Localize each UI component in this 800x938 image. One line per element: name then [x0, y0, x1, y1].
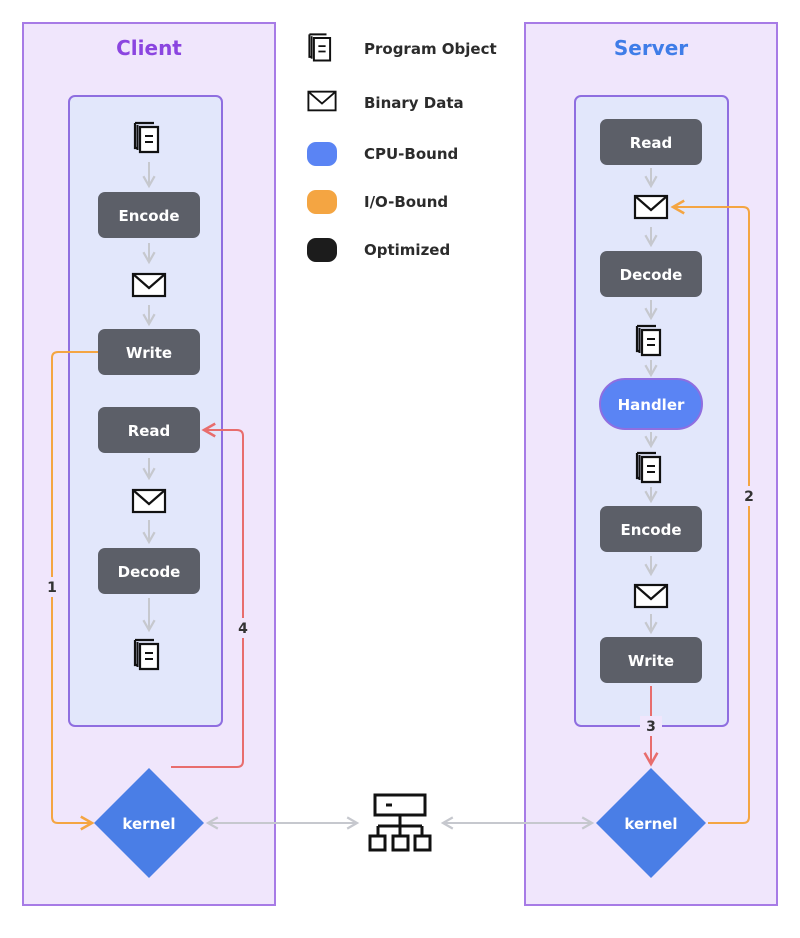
server-binary-data-icon-2 — [633, 583, 669, 609]
client-binary-data-icon — [131, 272, 167, 298]
client-kernel-node[interactable] — [94, 768, 204, 878]
server-decode-node[interactable] — [600, 251, 702, 297]
server-encode-node[interactable] — [600, 506, 702, 552]
server-write-node[interactable] — [600, 637, 702, 683]
cpu-bound-swatch — [307, 142, 337, 166]
server-kernel-label: kernel — [624, 815, 677, 833]
legend-cpu-bound: CPU-Bound — [364, 145, 458, 163]
server-program-object-icon — [635, 324, 662, 357]
client-program-object-icon-2 — [133, 638, 160, 671]
server-read-node[interactable] — [600, 119, 702, 165]
server-write-label: Write — [628, 652, 674, 670]
edge-2-io — [670, 199, 750, 824]
server-handler-label: Handler — [618, 396, 685, 414]
edge-4-io — [171, 422, 244, 768]
network-icon — [368, 793, 432, 852]
legend-program-object: Program Object — [364, 40, 497, 58]
client-decode-label: Decode — [118, 563, 181, 581]
client-program-object-icon — [133, 121, 160, 154]
client-kernel-label: kernel — [122, 815, 175, 833]
client-write-node[interactable] — [98, 329, 200, 375]
client-encode-label: Encode — [118, 207, 179, 225]
server-encode-label: Encode — [620, 521, 681, 539]
edge-label-1: 1 — [47, 580, 57, 596]
edge-label-2: 2 — [744, 489, 754, 505]
optimized-swatch — [307, 238, 337, 262]
client-title: Client — [116, 36, 182, 60]
server-kernel-node[interactable] — [596, 768, 706, 878]
client-decode-node[interactable] — [98, 548, 200, 594]
server-read-label: Read — [630, 134, 673, 152]
client-read-label: Read — [128, 422, 171, 440]
client-encode-node[interactable] — [98, 192, 200, 238]
server-decode-label: Decode — [620, 266, 683, 284]
client-binary-data-icon-2 — [131, 488, 167, 514]
client-write-label: Write — [126, 344, 172, 362]
client-read-node[interactable] — [98, 407, 200, 453]
legend-binary-data: Binary Data — [364, 94, 464, 112]
server-handler-node[interactable] — [599, 378, 703, 430]
edge-label-4: 4 — [238, 621, 248, 637]
io-bound-swatch — [307, 190, 337, 214]
binary-data-icon — [307, 90, 337, 112]
edge-label-3: 3 — [646, 719, 656, 735]
legend: Program Object Binary Data CPU-Bound I/O… — [307, 33, 497, 262]
server-binary-data-icon — [633, 194, 669, 220]
server-program-object-icon-2 — [635, 451, 662, 484]
program-object-icon — [308, 33, 332, 62]
server-title: Server — [614, 36, 688, 60]
legend-io-bound: I/O-Bound — [364, 193, 448, 211]
legend-optimized: Optimized — [364, 241, 450, 259]
